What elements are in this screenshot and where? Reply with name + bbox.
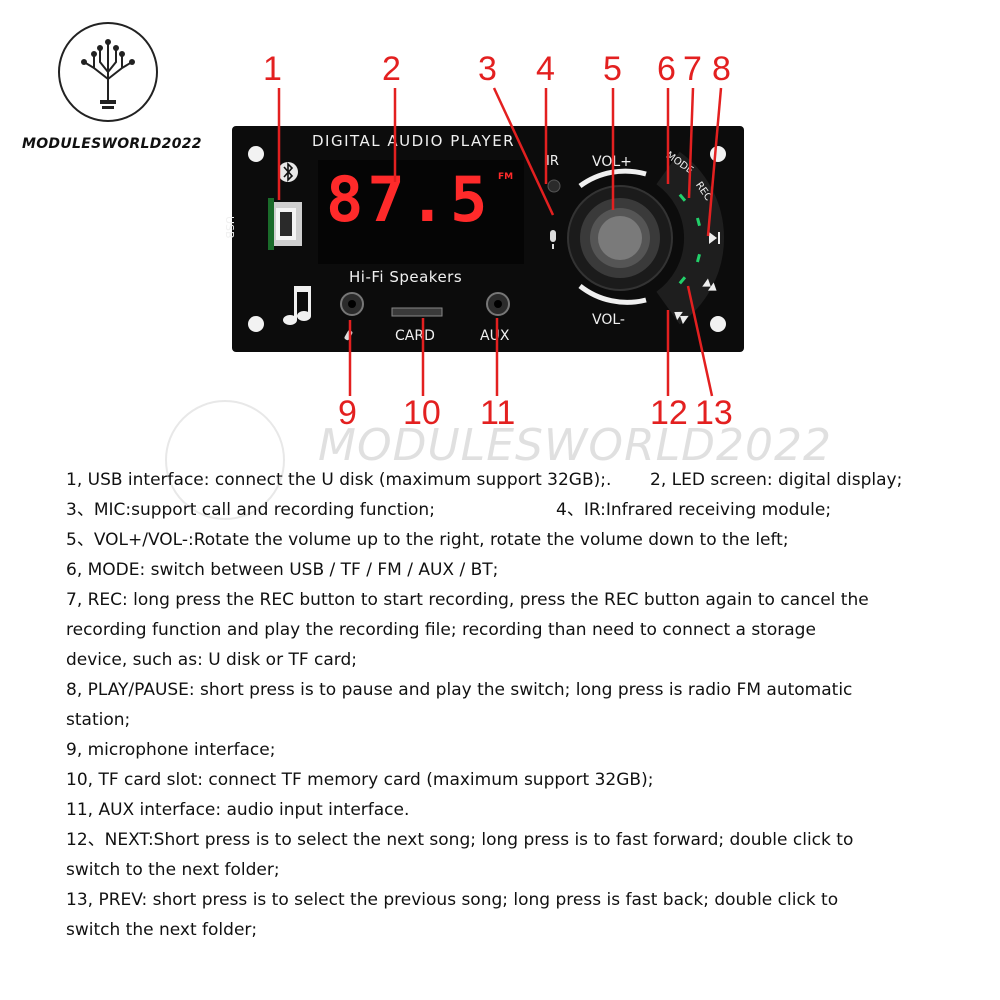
desc-line-8: 8, PLAY/PAUSE: short press is to pause a… <box>66 680 853 700</box>
circuit-tree-icon <box>81 39 135 109</box>
desc-line-4: 6, MODE: switch between USB / TF / FM / … <box>66 560 499 580</box>
callout-5: 5 <box>603 50 622 88</box>
brand-name: MODULESWORLD2022 <box>22 136 202 152</box>
desc-line-5: 7, REC: long press the REC button to sta… <box>66 590 869 610</box>
desc-line-6: recording function and play the recordin… <box>66 620 816 640</box>
desc-line-10: 9, microphone interface; <box>66 740 276 760</box>
board-graphic <box>248 146 726 341</box>
tf-card-slot <box>391 307 443 317</box>
aux-label: AUX <box>480 328 510 344</box>
volume-knob <box>567 185 673 291</box>
callout-4: 4 <box>536 50 555 88</box>
desc-line-14: switch to the next folder; <box>66 860 280 880</box>
desc-line-15: 13, PREV: short press is to select the p… <box>66 890 839 910</box>
bluetooth-icon <box>278 162 298 182</box>
desc-line-1b: 2, LED screen: digital display; <box>650 470 903 490</box>
card-label: CARD <box>395 328 435 344</box>
play-pause-icon <box>709 232 720 244</box>
ir-label: IR <box>546 154 559 169</box>
callout-3: 3 <box>478 50 497 88</box>
callout-1: 1 <box>263 50 282 88</box>
desc-line-9: station; <box>66 710 131 730</box>
aux-jack <box>486 292 510 316</box>
desc-line-2b: 4、IR:Infrared receiving module; <box>556 500 832 520</box>
music-note-icon <box>283 286 311 325</box>
watermark-text: MODULESWORLD2022 <box>318 420 833 471</box>
desc-line-12: 11, AUX interface: audio input interface… <box>66 800 410 820</box>
desc-line-2a: 3、MIC:support call and recording functio… <box>66 500 435 520</box>
mount-hole-bottom-left <box>248 316 264 332</box>
callout-12: 12 <box>650 394 688 432</box>
callout-8: 8 <box>712 50 731 88</box>
next-icon <box>702 278 717 291</box>
leader-3 <box>492 87 555 216</box>
desc-line-16: switch the next folder; <box>66 920 258 940</box>
mount-hole-top-left <box>248 146 264 162</box>
callout-2: 2 <box>382 50 401 88</box>
callout-11: 11 <box>480 394 516 432</box>
led-readout: 87.5 <box>326 163 492 236</box>
prev-icon <box>674 311 689 325</box>
desc-line-3: 5、VOL+/VOL-:Rotate the volume up to the … <box>66 530 789 550</box>
callout-6: 6 <box>657 50 676 88</box>
callout-13: 13 <box>695 394 733 432</box>
desc-line-1a: 1, USB interface: connect the U disk (ma… <box>66 470 612 490</box>
desc-line-13: 12、NEXT:Short press is to select the nex… <box>66 830 854 850</box>
vol-minus-label: VOL- <box>592 312 625 328</box>
mount-hole-bottom-right <box>710 316 726 332</box>
brand-logo <box>58 22 158 122</box>
callout-7: 7 <box>683 50 702 88</box>
watermark-logo <box>165 400 285 520</box>
leader-7 <box>687 87 695 199</box>
audio-player-board: DIGITAL AUDIO PLAYER 87.5 FM Hi-Fi Speak… <box>223 126 744 352</box>
led-display <box>318 160 524 264</box>
board-title: DIGITAL AUDIO PLAYER <box>312 132 516 150</box>
microphone-jack <box>340 292 364 316</box>
led-unit: FM <box>498 172 514 182</box>
usb-port <box>268 198 302 250</box>
ir-sensor <box>547 179 561 193</box>
desc-line-7: device, such as: U disk or TF card; <box>66 650 358 670</box>
callout-10: 10 <box>403 394 441 432</box>
leader-8 <box>706 87 723 237</box>
desc-line-11: 10, TF card slot: connect TF memory card… <box>66 770 654 790</box>
leader-13 <box>686 285 714 397</box>
microphone-icon <box>550 230 556 249</box>
callout-9: 9 <box>338 394 357 432</box>
board-subtitle: Hi-Fi Speakers <box>349 268 463 286</box>
